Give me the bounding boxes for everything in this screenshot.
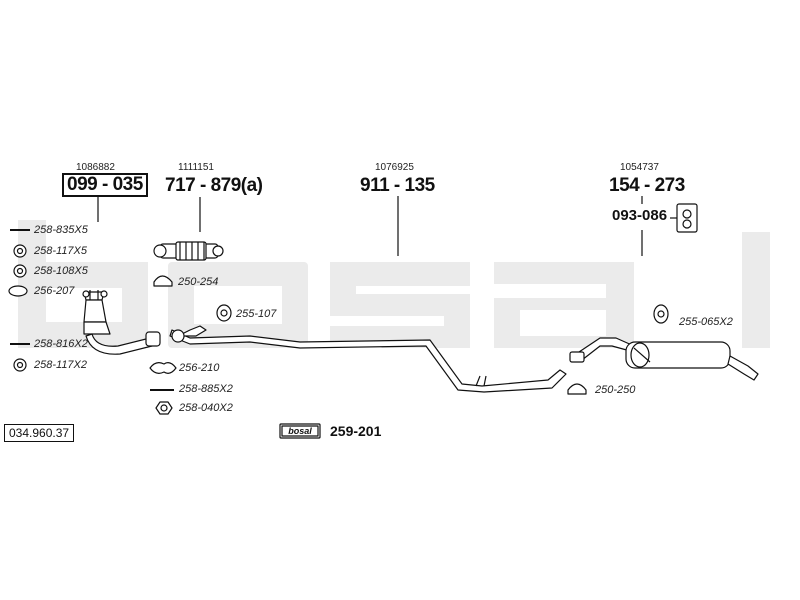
washer-258-108-icon: [13, 264, 27, 278]
catalytic-converter: [82, 290, 161, 355]
gasket-256-210-icon: [149, 362, 177, 374]
ring-256-207-icon: [8, 285, 28, 297]
code-099-035: 099 - 035: [62, 173, 148, 197]
part-250-250: 250-250: [595, 384, 636, 396]
part-258-108X5: 258-108X5: [34, 265, 88, 277]
part-250-254: 250-254: [178, 276, 219, 288]
nut-258-040-icon: [155, 401, 173, 415]
part-258-816X2: 258-816X2: [34, 338, 88, 350]
rubber-mount-255-065-icon: [653, 304, 669, 324]
ref-1086882: 1086882: [76, 162, 115, 173]
part-258-117X2: 258-117X2: [34, 359, 88, 371]
bosal-kit-box-icon: [279, 423, 321, 439]
catalog-number: 034.960.37: [4, 424, 75, 442]
part-258-040X2: 258-040X2: [179, 402, 233, 414]
code-093-086: 093-086: [612, 207, 668, 224]
kit-brand-label: bosal: [288, 426, 312, 436]
part-256-207: 256-207: [34, 285, 75, 297]
part-255-065X2: 255-065X2: [679, 316, 733, 328]
washer-258-117x2-icon: [13, 358, 27, 372]
ref-1076925: 1076925: [375, 162, 414, 173]
flex-pipe: [153, 241, 224, 261]
rubber-mount-255-107-icon: [216, 304, 232, 322]
code-911-135: 911 - 135: [360, 175, 435, 196]
part-258-117X5: 258-117X5: [34, 245, 88, 257]
part-258-835X5: 258-835X5: [34, 224, 88, 236]
code-154-273: 154 - 273: [609, 175, 685, 196]
middle-pipe: [169, 325, 567, 393]
kit-code: 259-201: [330, 423, 382, 439]
code-717-879: 717 - 879(a): [165, 175, 263, 196]
clamp-250-250-icon: [567, 383, 587, 395]
part-255-107: 255-107: [236, 308, 277, 320]
part-258-885X2: 258-885X2: [179, 383, 233, 395]
ref-1111151: 1111151: [178, 162, 214, 173]
clamp-250-254-icon: [153, 275, 173, 287]
rear-silencer: [569, 337, 759, 381]
rubber-hanger: [676, 203, 698, 233]
part-256-210: 256-210: [179, 362, 220, 374]
ref-1054737: 1054737: [620, 162, 659, 173]
washer-258-117-icon: [13, 244, 27, 258]
